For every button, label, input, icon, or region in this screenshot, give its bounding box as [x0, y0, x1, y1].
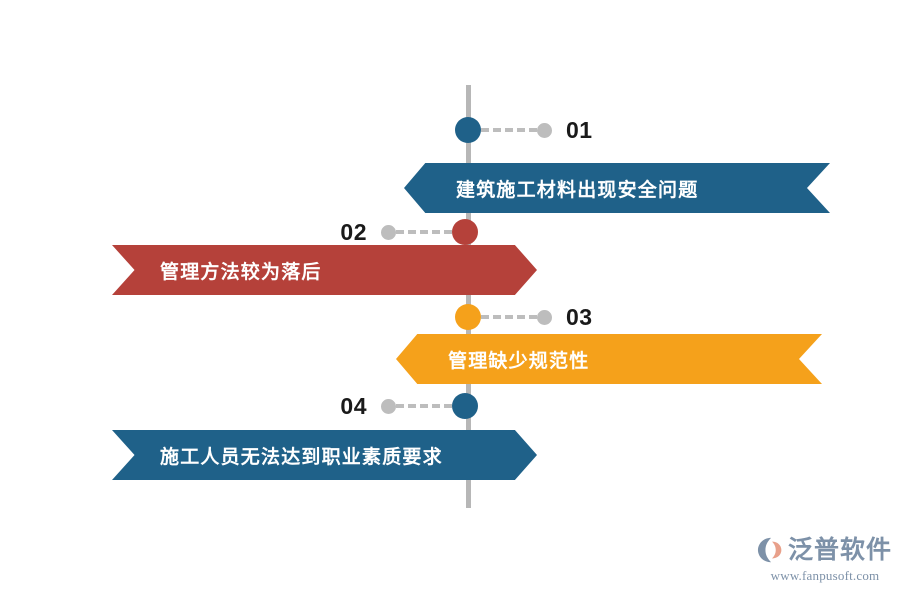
dashed-connector-04 — [396, 404, 452, 408]
timeline-node-dot-02[interactable] — [452, 219, 478, 245]
brand-name: 泛普软件 — [788, 535, 893, 564]
step-number-01: 01 — [566, 116, 593, 143]
connector-02: 02 — [340, 219, 478, 245]
step-banner-02[interactable]: 管理方法较为落后 — [112, 245, 537, 295]
step-banner-01[interactable]: 建筑施工材料出现安全问题 — [404, 163, 830, 213]
dashed-connector-02 — [396, 230, 452, 234]
step-banner-label-03: 管理缺少规范性 — [448, 350, 590, 372]
step-banner-03[interactable]: 管理缺少规范性 — [396, 334, 822, 384]
step-banner-label-01: 建筑施工材料出现安全问题 — [456, 179, 699, 201]
step-number-02: 02 — [340, 218, 367, 245]
connector-03: 03 — [455, 304, 593, 330]
connector-end-dot-04 — [381, 398, 396, 414]
timeline-node-dot-03[interactable] — [455, 304, 481, 330]
brand-logo-row: 泛普软件 — [757, 533, 893, 567]
timeline-node-dot-04[interactable] — [452, 393, 478, 419]
step-banner-04[interactable]: 施工人员无法达到职业素质要求 — [112, 430, 537, 480]
brand-url: www.fanpusoft.com — [770, 568, 880, 583]
brand-watermark: 泛普软件 www.fanpusoft.com — [757, 533, 893, 585]
connector-04: 04 — [340, 393, 478, 419]
connector-end-dot-03 — [537, 309, 552, 325]
timeline-node-dot-01[interactable] — [455, 117, 481, 143]
timeline-axis — [466, 85, 471, 508]
fanpu-swoosh-icon — [757, 535, 787, 565]
dashed-connector-03 — [481, 315, 537, 319]
step-number-04: 04 — [340, 392, 367, 419]
step-number-03: 03 — [566, 303, 593, 330]
step-banner-label-02: 管理方法较为落后 — [160, 261, 322, 283]
connector-end-dot-01 — [537, 122, 552, 138]
connector-end-dot-02 — [381, 224, 396, 240]
connector-01: 01 — [455, 117, 593, 143]
dashed-connector-01 — [481, 128, 537, 132]
step-banner-label-04: 施工人员无法达到职业素质要求 — [160, 446, 443, 468]
